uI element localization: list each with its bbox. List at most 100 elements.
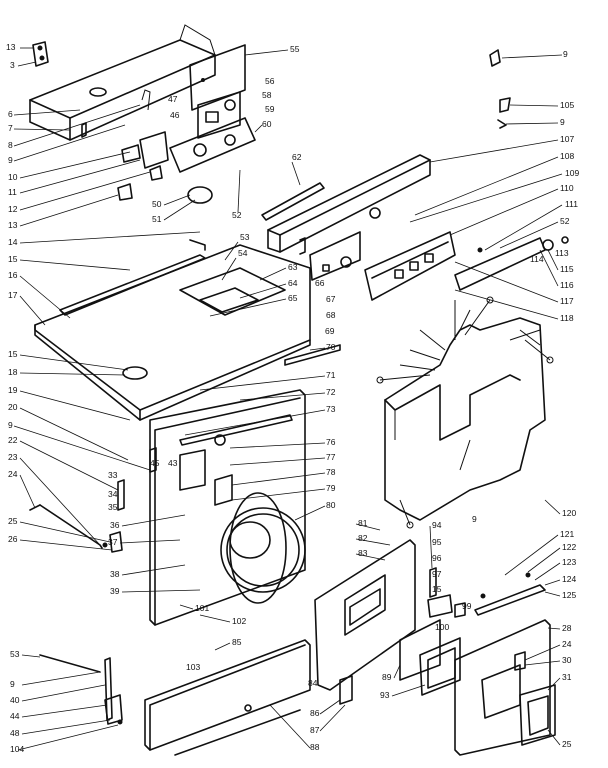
callout-label: 33 bbox=[108, 470, 118, 480]
callout-label: 60 bbox=[262, 119, 272, 129]
door-hinge-parts bbox=[339, 567, 466, 705]
callout-label: 116 bbox=[560, 280, 574, 290]
callout-label: 64 bbox=[288, 278, 298, 288]
callout-label: 79 bbox=[326, 483, 336, 493]
callout-label: 54 bbox=[238, 248, 248, 258]
callout-label: 125 bbox=[562, 590, 576, 600]
callout-label: 52 bbox=[232, 210, 242, 220]
callout-label: 9 bbox=[10, 679, 15, 689]
callout-label: 6 bbox=[8, 109, 13, 119]
callout-label: 10 bbox=[8, 172, 18, 182]
callout-label: 30 bbox=[562, 655, 572, 665]
callout-label: 55 bbox=[290, 44, 300, 54]
callout-label: 48 bbox=[10, 728, 20, 738]
callout-label: 67 bbox=[326, 294, 336, 304]
top-console-housing bbox=[29, 24, 216, 141]
callout-label: 38 bbox=[110, 569, 120, 579]
callout-label: 8 bbox=[8, 140, 13, 150]
callout-label: 23 bbox=[8, 452, 18, 462]
callout-labels: 13 3 6 7 8 9 10 11 12 13 14 15 16 17 15 … bbox=[6, 42, 579, 754]
callout-label: 121 bbox=[560, 529, 574, 539]
door-assembly bbox=[314, 539, 461, 696]
callout-label: 47 bbox=[168, 94, 178, 104]
small-bracket-part-3 bbox=[32, 41, 49, 67]
callout-label: 65 bbox=[288, 293, 298, 303]
callout-label: 87 bbox=[310, 725, 320, 735]
top-panel bbox=[34, 239, 311, 421]
callout-label: 19 bbox=[8, 385, 18, 395]
callout-label: 56 bbox=[265, 76, 275, 86]
callout-label: 73 bbox=[326, 404, 336, 414]
panel-part-56 bbox=[189, 44, 246, 111]
callout-label: 104 bbox=[10, 744, 24, 754]
callout-label: 117 bbox=[560, 296, 574, 306]
callout-label: 110 bbox=[560, 183, 574, 193]
callout-label: 120 bbox=[562, 508, 576, 518]
outer-door-120 bbox=[454, 619, 556, 756]
callout-label: 78 bbox=[326, 467, 336, 477]
callout-label: 18 bbox=[8, 367, 18, 377]
callout-label: 105 bbox=[560, 100, 574, 110]
callout-label: 96 bbox=[432, 553, 442, 563]
callout-label: 3 bbox=[10, 60, 15, 70]
callout-label: 22 bbox=[8, 435, 18, 445]
callout-label: 28 bbox=[562, 623, 572, 633]
callout-label: 86 bbox=[310, 708, 320, 718]
callout-label: 43 bbox=[168, 458, 178, 468]
control-panel-102 bbox=[267, 154, 431, 281]
callout-label: 72 bbox=[326, 387, 336, 397]
button-panel-111 bbox=[364, 231, 456, 301]
callout-label: 58 bbox=[262, 90, 272, 100]
callout-label: 17 bbox=[8, 290, 18, 300]
callout-label: 85 bbox=[232, 637, 242, 647]
callout-label: 20 bbox=[8, 402, 18, 412]
callout-label: 53 bbox=[10, 649, 20, 659]
callout-label: 111 bbox=[565, 199, 578, 209]
left-bottom-bracket bbox=[39, 654, 123, 725]
callout-label: 50 bbox=[152, 199, 162, 209]
callout-label: 62 bbox=[292, 152, 302, 162]
callout-label: 97 bbox=[432, 569, 442, 579]
callout-label: 71 bbox=[326, 370, 336, 380]
callout-label: 80 bbox=[326, 500, 336, 510]
callout-label: 123 bbox=[562, 557, 576, 567]
callout-label: 46 bbox=[170, 110, 180, 120]
callout-label: 89 bbox=[382, 672, 392, 682]
wire-harness-113 bbox=[376, 296, 554, 529]
callout-label: 13 bbox=[8, 220, 18, 230]
callout-label: 24 bbox=[562, 639, 572, 649]
small-parts-right-top bbox=[454, 49, 569, 291]
callout-label: 66 bbox=[315, 278, 325, 288]
callout-label: 108 bbox=[560, 151, 574, 161]
callout-label: 99 bbox=[462, 601, 472, 611]
callout-label: 9 bbox=[560, 117, 565, 127]
callout-label: 7 bbox=[8, 123, 13, 133]
callout-label: 24 bbox=[8, 469, 18, 479]
callout-label: 122 bbox=[562, 542, 576, 552]
callout-label: 107 bbox=[560, 134, 574, 144]
callout-label: 124 bbox=[562, 574, 576, 584]
door-switch-parts bbox=[29, 447, 157, 553]
callout-label: 102 bbox=[232, 616, 246, 626]
callout-label: 59 bbox=[265, 104, 275, 114]
callout-label: 109 bbox=[565, 168, 579, 178]
callout-label: 9 bbox=[472, 514, 477, 524]
callout-label: 35 bbox=[108, 502, 118, 512]
callout-label: 45 bbox=[150, 458, 160, 468]
callout-label: 81 bbox=[358, 518, 368, 528]
callout-label: 25 bbox=[562, 739, 572, 749]
callout-label: 115 bbox=[560, 264, 574, 274]
callout-label: 9 bbox=[563, 49, 568, 59]
callout-label: 76 bbox=[326, 437, 336, 447]
callout-label: 11 bbox=[8, 187, 17, 197]
trim-strip-70 bbox=[284, 344, 341, 366]
callout-label: 95 bbox=[432, 537, 442, 547]
callout-label: 13 bbox=[6, 42, 16, 52]
callout-label: 83 bbox=[358, 548, 368, 558]
trim-strip-62 bbox=[261, 182, 325, 221]
toe-kick-panel bbox=[144, 639, 311, 756]
callout-label: 93 bbox=[380, 690, 390, 700]
callout-label: 70 bbox=[326, 342, 336, 352]
